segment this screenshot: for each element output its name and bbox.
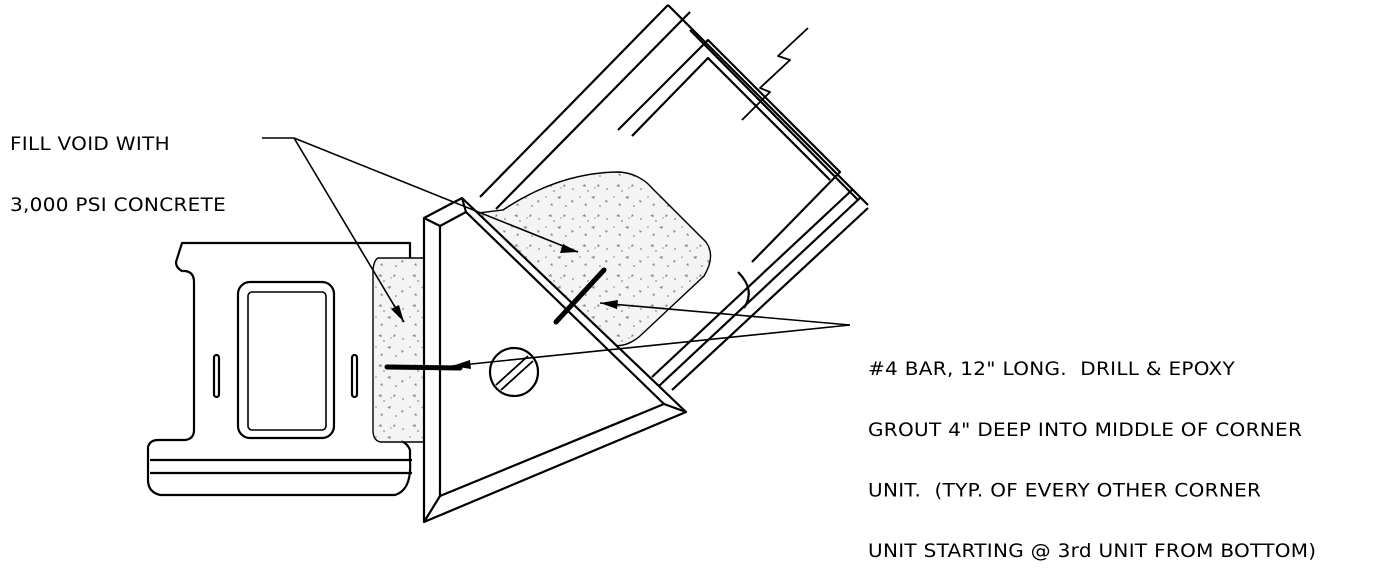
fill-void-note: FILL VOID WITH 3,000 PSI CONCRETE <box>10 93 226 235</box>
bar-leader-to-left <box>452 325 850 366</box>
fill-void-note-line-2: 3,000 PSI CONCRETE <box>10 193 227 216</box>
corner-unit-pin-slot-2 <box>501 361 533 390</box>
left-unit-outline <box>148 243 410 495</box>
angled-unit-joint-curve <box>738 272 749 308</box>
rebar-note-line-3: UNIT. (TYP. OF EVERY OTHER CORNER <box>868 479 1262 502</box>
corner-unit <box>424 198 686 522</box>
arrow-fill-upper <box>560 244 578 253</box>
angled-unit-core <box>618 40 840 262</box>
left-unit-slot-left <box>214 355 219 397</box>
corner-unit-bevel-4 <box>424 496 440 522</box>
corner-unit-bevel-2 <box>462 198 466 212</box>
rebar-note: #4 BAR, 12" LONG. DRILL & EPOXY GROUT 4"… <box>868 318 1316 581</box>
corner-unit-pin-slot-1 <box>496 356 528 385</box>
angled-unit-core-inner <box>632 58 830 180</box>
left-unit-slot-right <box>352 355 357 397</box>
angled-unit-lower-edge-3 <box>672 208 868 390</box>
corner-unit-bevel-3 <box>664 404 686 412</box>
corner-detail-drawing <box>0 0 1391 524</box>
left-unit-core <box>238 282 334 438</box>
arrow-bar-left <box>452 360 471 369</box>
fill-leader-to-upper <box>294 138 578 252</box>
leader-arrowheads <box>391 244 618 369</box>
angled-unit-outer-face <box>668 5 868 205</box>
rebar-left <box>387 367 460 368</box>
arrow-fill-left <box>391 305 404 322</box>
leader-lines <box>262 138 850 366</box>
corner-unit-pin <box>490 348 538 396</box>
corner-unit-bevel-1 <box>424 218 440 226</box>
left-unit-core-inner <box>248 292 326 430</box>
rebar-upper <box>556 270 604 322</box>
angled-unit-lower-edge-2 <box>652 190 852 377</box>
fill-leader-to-left <box>294 138 404 322</box>
break-line <box>742 28 808 120</box>
bar-leader-to-upper <box>600 303 850 325</box>
rebar-note-line-1: #4 BAR, 12" LONG. DRILL & EPOXY <box>868 357 1236 380</box>
angled-unit-edge-2 <box>496 12 690 209</box>
angled-unit-edge-1 <box>480 5 668 197</box>
left-wall-unit <box>148 243 412 495</box>
rebar-note-line-4: UNIT STARTING @ 3rd UNIT FROM BOTTOM) <box>868 539 1317 562</box>
fill-void-note-line-1: FILL VOID WITH <box>10 132 170 155</box>
arrow-bar-upper <box>600 300 618 309</box>
angled-unit-outer-face-2 <box>690 30 858 200</box>
rebar-note-line-2: GROUT 4" DEEP INTO MIDDLE OF CORNER <box>868 418 1303 441</box>
left-concrete-fill <box>373 258 432 442</box>
